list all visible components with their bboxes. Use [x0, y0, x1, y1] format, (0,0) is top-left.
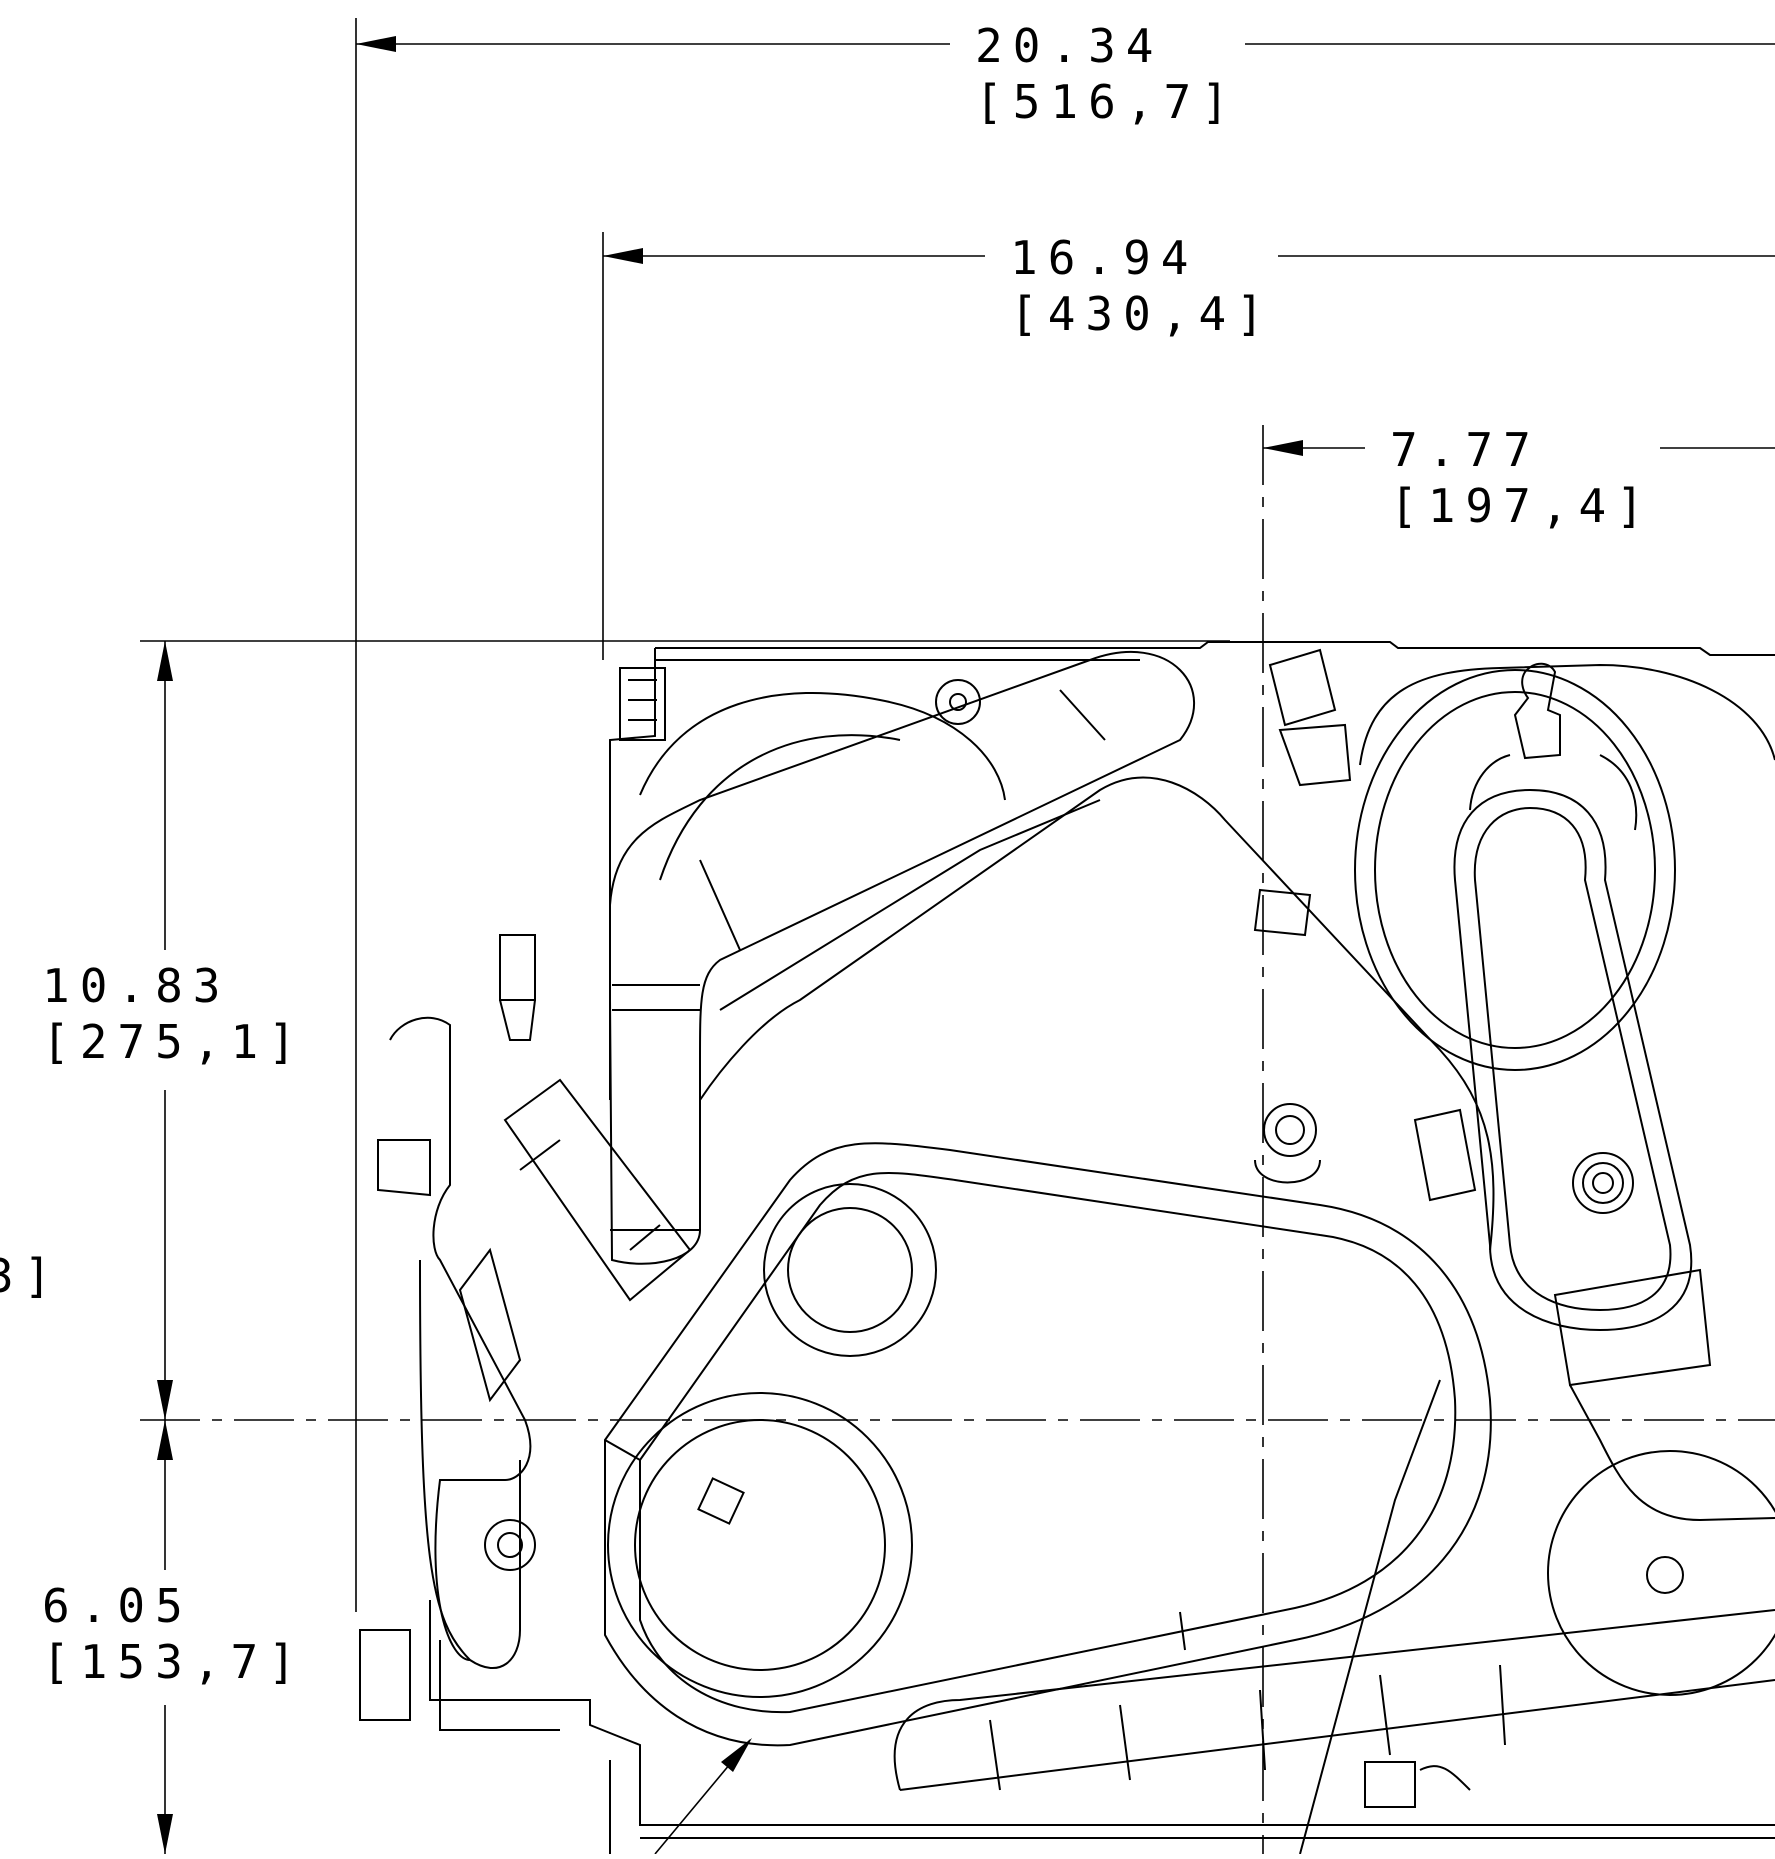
dim-overall-width-inch: 20.34 [975, 19, 1163, 73]
dimension-upper-height: 10.83 [275,1] [42, 640, 1230, 1420]
dim-mid-width-mm: [430,4] [1010, 287, 1274, 341]
dim-overall-width-mm: [516,7] [975, 75, 1239, 129]
dimension-center-offset: 7.77 [197,4] [1263, 423, 1775, 533]
dim-upper-height-mm: [275,1] [42, 1015, 306, 1069]
dimension-lower-height: 6.05 [153,7] [42, 1420, 306, 1854]
dim-lower-height-mm: [153,7] [42, 1635, 306, 1689]
clipped-dimension-label: 3] [0, 1249, 61, 1303]
dimension-overall-width: 20.34 [516,7] [355, 18, 1775, 1612]
dim-upper-height-inch: 10.83 [42, 959, 230, 1013]
dim-mid-width-inch: 16.94 [1010, 231, 1198, 285]
dim-center-offset-mm: [197,4] [1390, 479, 1654, 533]
dimension-mid-width: 16.94 [430,4] [602, 231, 1775, 660]
engine-outline [359, 641, 1775, 1855]
dim-lower-height-inch: 6.05 [42, 1579, 193, 1633]
dim-center-offset-inch: 7.77 [1390, 423, 1541, 477]
